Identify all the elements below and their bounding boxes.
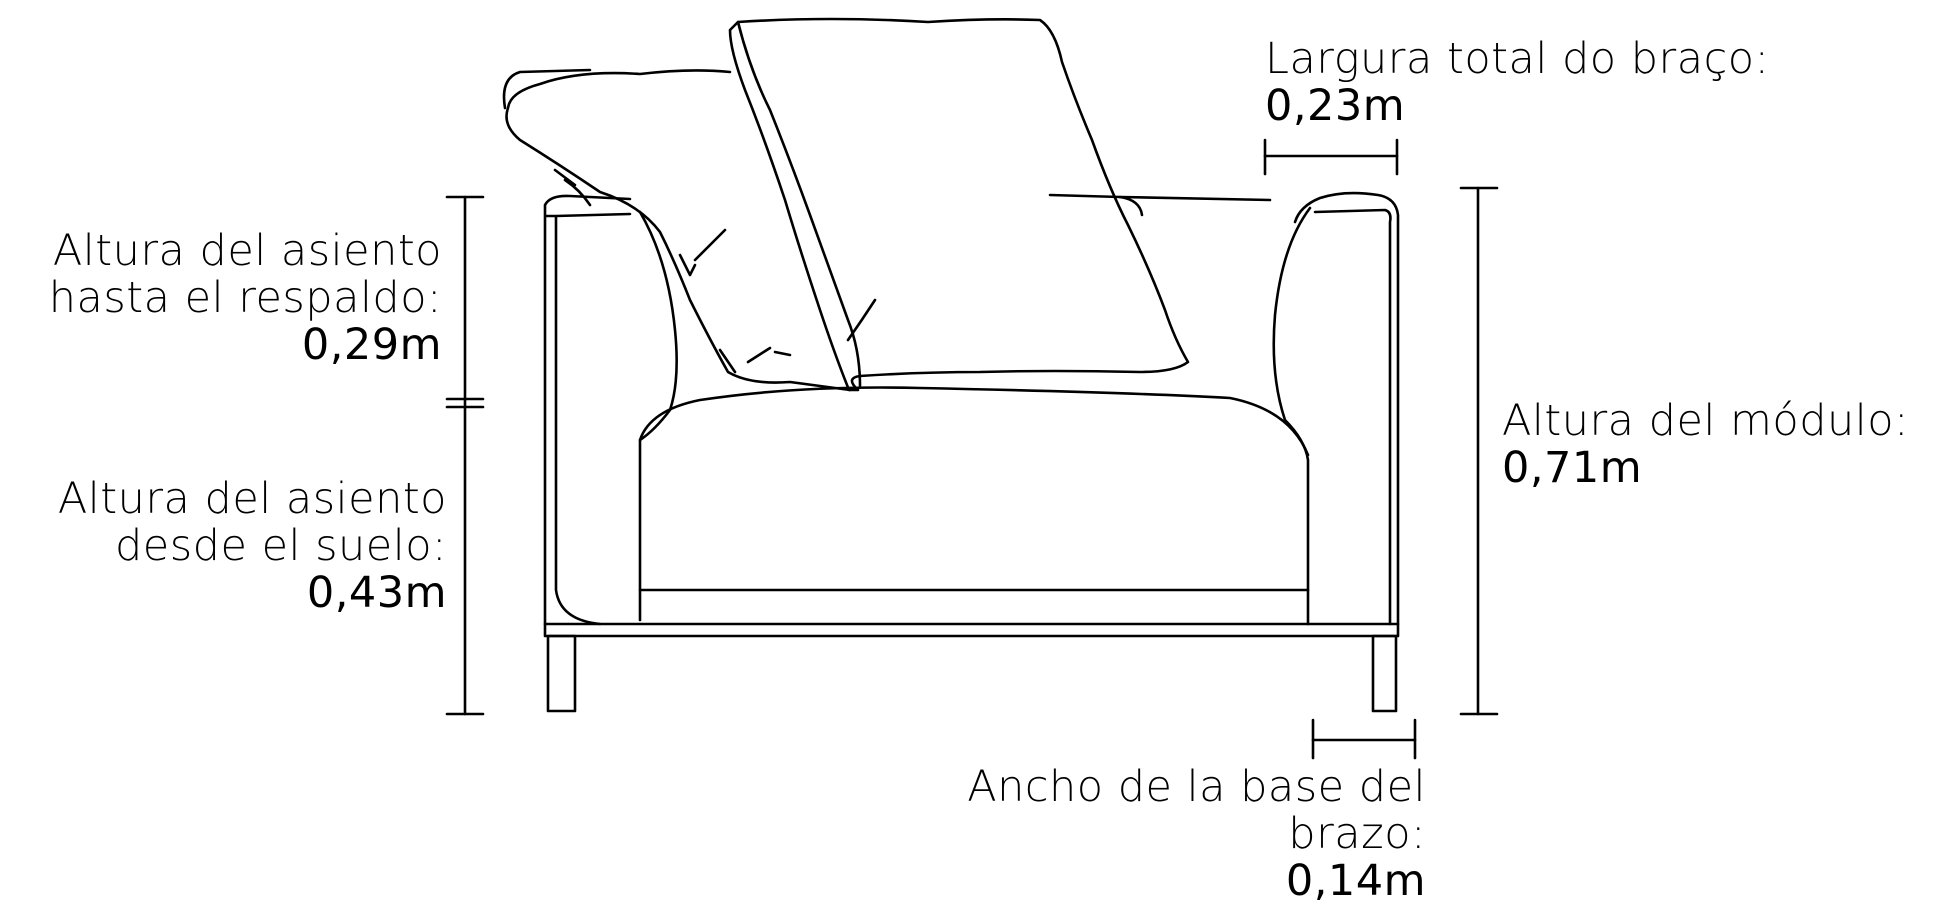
- label-arm-base-width: Ancho de la base del brazo: 0,14m: [967, 764, 1426, 905]
- label-module-height: Altura del módulo: 0,71m: [1502, 398, 1909, 492]
- seat-from-floor-title-2: desde el suelo:: [115, 521, 447, 571]
- front-pillow-edge: [736, 20, 862, 388]
- leg-right: [1371, 634, 1398, 713]
- left-arm: [543, 194, 632, 626]
- label-seat-from-floor-height: Altura del asiento desde el suelo: 0,43m: [58, 476, 447, 617]
- label-arm-total-width: Largura total do braço: 0,23m: [1265, 36, 1770, 130]
- dimension-left-heights: [445, 195, 485, 716]
- arm-base-width-title-1: Ancho de la base del: [967, 762, 1426, 812]
- seat-to-back-title-1: Altura del asiento: [52, 226, 442, 276]
- seat-from-floor-title-1: Altura del asiento: [57, 474, 447, 524]
- module-height-title: Altura del módulo:: [1502, 396, 1910, 446]
- left-arm-inner: [638, 210, 678, 622]
- dimension-arm-total-width: [1263, 138, 1399, 176]
- front-pillow: [728, 17, 1190, 392]
- arm-total-width-value: 0,23m: [1265, 81, 1406, 131]
- dimension-module-height: [1459, 186, 1499, 716]
- dimension-arm-base-width: [1311, 718, 1417, 760]
- back-pillow-left-crease: [553, 168, 792, 374]
- module-height-value: 0,71m: [1502, 443, 1643, 493]
- arm-base-width-value: 0,14m: [1285, 856, 1426, 906]
- right-arm-inner: [1272, 206, 1312, 626]
- back-pillow-left: [505, 69, 852, 392]
- seat-to-back-value: 0,29m: [301, 320, 442, 370]
- seat-to-back-title-2: hasta el respaldo:: [48, 273, 442, 323]
- right-arm: [1293, 191, 1400, 626]
- front-pillow-crease: [846, 298, 877, 342]
- seat-from-floor-value: 0,43m: [306, 568, 447, 618]
- arm-total-width-title: Largura total do braço:: [1265, 34, 1770, 84]
- seat-cushion: [638, 386, 1310, 457]
- base-frame: [543, 622, 1400, 638]
- leg-left: [546, 634, 577, 713]
- arm-base-width-title-2: brazo:: [1288, 809, 1426, 859]
- label-seat-to-back-height: Altura del asiento hasta el respaldo: 0,…: [49, 228, 442, 369]
- backrest-top: [1118, 195, 1272, 202]
